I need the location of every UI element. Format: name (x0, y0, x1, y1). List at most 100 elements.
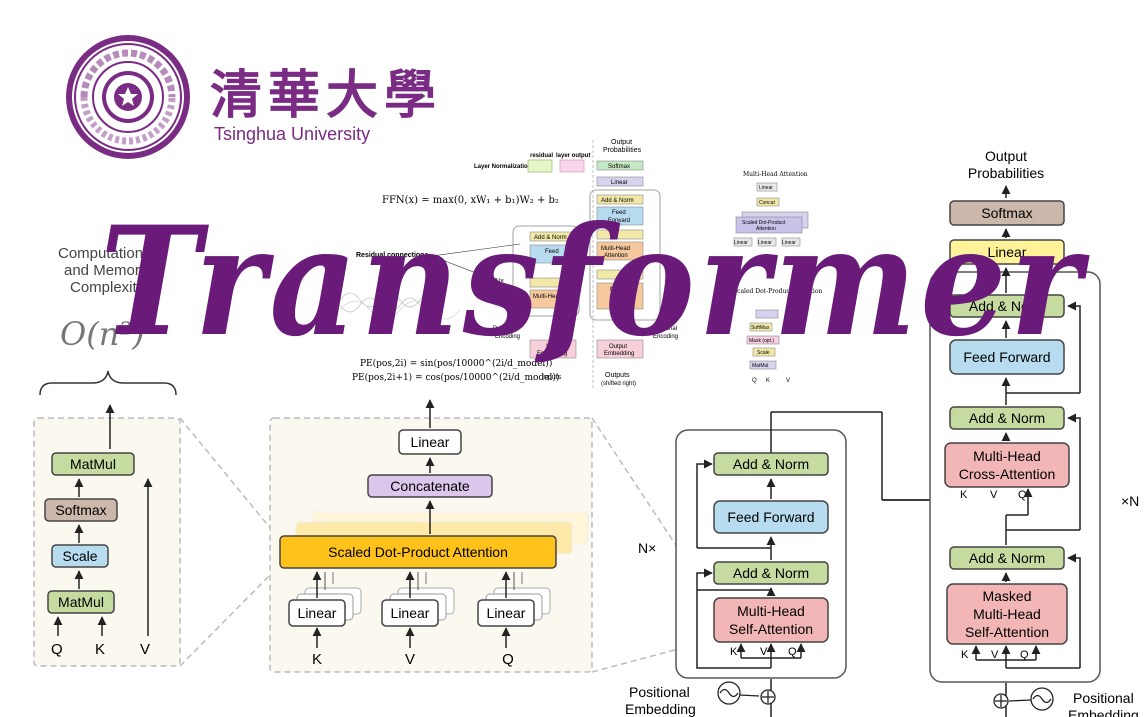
svg-text:Positional: Positional (493, 326, 519, 332)
tsinghua-english-name: Tsinghua University (214, 124, 370, 144)
tsinghua-seal-icon (66, 35, 190, 159)
svg-text:Linear: Linear (611, 180, 628, 186)
complexity-line2: and Memory (64, 262, 148, 279)
svg-text:(shifted right): (shifted right) (601, 381, 636, 387)
decoder-pos-line2: Embedding (1068, 707, 1139, 717)
svg-text:V: V (786, 378, 790, 384)
linear-stack-v: Linear V (381, 571, 455, 668)
complexity-formula: O(n²) (60, 315, 145, 353)
encoder-mhsa-line2: Self-Attention (729, 621, 813, 637)
encoder-add-norm-top-box (713, 452, 829, 476)
left-k-label: K (95, 641, 105, 658)
decoder-pos-line1: Positional (1073, 690, 1134, 706)
svg-text:Probabilities: Probabilities (603, 147, 642, 154)
svg-text:Input: Input (546, 344, 560, 350)
encoder-add-norm-bottom-box (713, 561, 829, 585)
svg-text:Positional: Positional (651, 326, 677, 332)
svg-text:Masked: Masked (610, 287, 631, 293)
concatenate-box (367, 474, 493, 498)
decoder-feed-forward-label: Feed Forward (963, 349, 1050, 365)
softmax-label: Softmax (55, 502, 106, 518)
decoder-cross-q-label: Q (1018, 489, 1027, 501)
decoder: Output Probabilities Softmax Linear ×N A… (929, 148, 1139, 717)
linear-stack-k: Linear K (288, 571, 362, 668)
svg-text:Attention: Attention (756, 226, 776, 232)
linear-v-label: Linear (391, 605, 430, 621)
svg-text:Embedding: Embedding (537, 351, 567, 357)
svg-text:Softmax: Softmax (608, 164, 630, 170)
concatenate-label: Concatenate (390, 478, 470, 494)
scale-box (51, 544, 109, 568)
paper-residual-grid (527, 159, 553, 173)
encoder-q-label: Q (788, 646, 797, 658)
decoder-add-norm-2-label: Add & Norm (969, 410, 1045, 426)
svg-text:Add & Norm: Add & Norm (534, 235, 567, 241)
decoder-masked-line2: Multi-Head (973, 606, 1041, 622)
decoder-output-line2: Probabilities (968, 165, 1044, 181)
svg-text:Linear: Linear (734, 240, 748, 246)
svg-text:N×: N× (495, 278, 504, 285)
svg-text:Feed: Feed (545, 249, 559, 255)
matmul-bottom-box (47, 590, 115, 614)
tsinghua-logo: 清華大學 Tsinghua University (66, 35, 442, 159)
matmul-top-box (51, 452, 135, 476)
complexity-brace (39, 370, 177, 396)
svg-text:Forward: Forward (608, 218, 630, 224)
left-panel: Computational and Memory Complexity O(n²… (33, 245, 181, 667)
encoder-pos-line1: Positional (629, 684, 690, 700)
decoder-cross-k-label: K (960, 489, 968, 501)
left-q-label: Q (51, 641, 63, 658)
middle-k-label: K (312, 651, 322, 668)
decoder-nx-label: ×N (1121, 493, 1139, 509)
decoder-add-norm-3-label: Add & Norm (969, 550, 1045, 566)
encoder-mhsa-line1: Multi-Head (737, 603, 805, 619)
decoder-masked-box (946, 583, 1068, 645)
svg-text:SoftMax: SoftMax (751, 325, 770, 331)
linear-k-label: Linear (298, 605, 337, 621)
svg-text:Output: Output (609, 344, 627, 350)
decoder-masked-v-label: V (991, 649, 999, 661)
paper-residual-label: residual (530, 153, 553, 159)
paper-ffn-formula: FFN(x) = max(0, xW₁ + b₁)W₂ + b₂ (382, 195, 559, 206)
paper-pe-cos: PE(pos,2i+1) = cos(pos/10000^(2i/d_model… (352, 372, 559, 383)
decoder-add-norm-3-box (949, 546, 1065, 570)
complexity-line3: Complexity (70, 279, 145, 296)
decoder-softmax-box (949, 200, 1065, 226)
svg-text:Multi-Head Attention: Multi-Head Attention (743, 171, 808, 178)
linear-stack-q: Linear Q (477, 571, 551, 668)
svg-text:N×: N× (666, 257, 675, 264)
scale-label: Scale (62, 548, 97, 564)
svg-text:Concat: Concat (759, 200, 775, 206)
encoder-feed-forward-label: Feed Forward (727, 509, 814, 525)
mha-linear-top-box (398, 429, 462, 455)
encoder-k-label: K (730, 646, 738, 658)
paper-positional-wave (339, 292, 461, 320)
paper-output-grid (559, 159, 585, 173)
tsinghua-chinese-name: 清華大學 (210, 65, 442, 126)
svg-text:Scaled Dot-Product Attention: Scaled Dot-Product Attention (733, 288, 822, 295)
left-v-label: V (140, 641, 150, 658)
encoder-add-norm-bottom-label: Add & Norm (733, 565, 809, 581)
svg-text:Attention: Attention (604, 253, 628, 259)
decoder-cross-box (944, 442, 1070, 488)
svg-text:Embedding: Embedding (604, 351, 634, 357)
paper-pe-sin: PE(pos,2i) = sin(pos/10000^(2i/d_model)) (360, 358, 552, 369)
paper-residual-connections-label: Residual connections (356, 252, 428, 259)
sdpa-box (279, 535, 557, 569)
svg-text:Linear: Linear (782, 240, 796, 246)
encoder-add-norm-top-label: Add & Norm (733, 456, 809, 472)
svg-text:Q: Q (752, 378, 757, 384)
svg-text:Scale: Scale (757, 350, 770, 356)
matmul-top-label: MatMul (70, 456, 116, 472)
matmul-bottom-label: MatMul (58, 594, 104, 610)
decoder-cross-line1: Multi-Head (973, 448, 1041, 464)
linear-q-label: Linear (487, 605, 526, 621)
paper-encoder-block (512, 225, 580, 317)
decoder-output-line1: Output (985, 148, 1027, 164)
decoder-add-norm-1-box (949, 294, 1065, 318)
svg-text:Linear: Linear (758, 240, 772, 246)
decoder-masked-k-label: K (961, 649, 969, 661)
complexity-line1: Computational (58, 245, 155, 262)
decoder-masked-line1: Masked (982, 588, 1031, 604)
decoder-masked-q-label: Q (1020, 649, 1029, 661)
